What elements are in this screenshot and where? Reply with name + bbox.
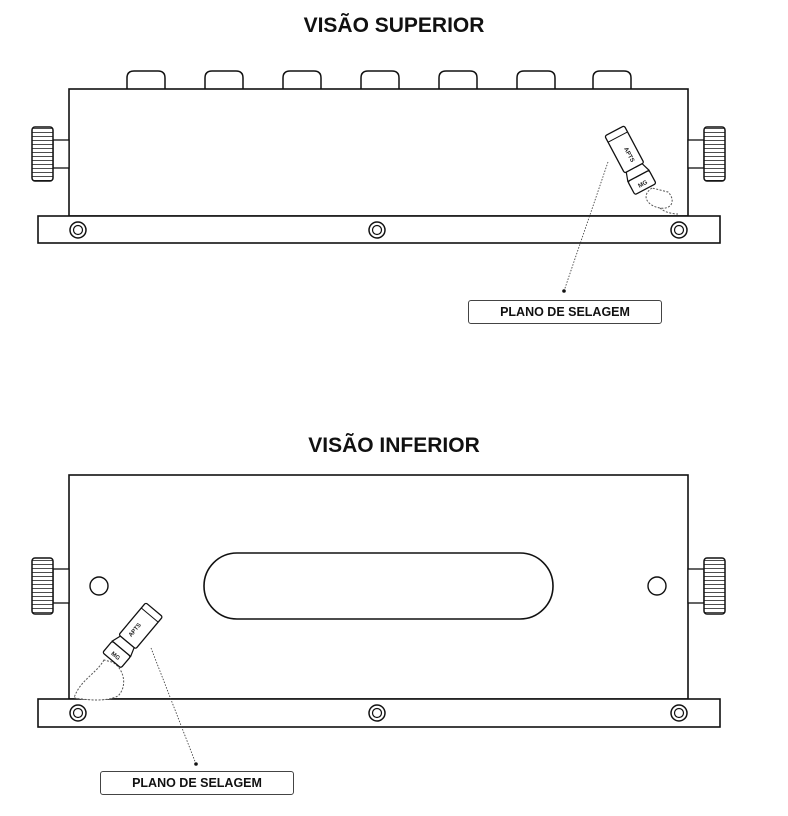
bottom-right-knob xyxy=(687,557,726,615)
screw-icon xyxy=(670,704,688,722)
top-seal-tag: APTS MG xyxy=(604,125,679,215)
connector-bump xyxy=(204,70,244,89)
top-left-knob xyxy=(31,126,70,182)
top-connector-bumps xyxy=(126,70,632,89)
screw-icon xyxy=(670,221,688,239)
bottom-view-title: VISÃO INFERIOR xyxy=(308,434,480,457)
top-leader-dot xyxy=(562,289,566,293)
connector-bump xyxy=(126,70,166,89)
connector-bump xyxy=(360,70,400,89)
oval-slot xyxy=(203,552,554,620)
top-screws xyxy=(69,221,688,239)
screw-icon xyxy=(69,704,87,722)
bottom-view: APTS MG xyxy=(31,474,726,766)
connector-bump xyxy=(516,70,556,89)
top-view-title: VISÃO SUPERIOR xyxy=(303,14,485,37)
top-view: APTS MG xyxy=(31,70,726,293)
seal-code-label: MG xyxy=(637,180,649,190)
screw-icon xyxy=(368,704,386,722)
bottom-screws xyxy=(69,704,688,722)
seal-code-label: MG xyxy=(109,651,121,662)
screw-icon xyxy=(368,221,386,239)
hole-icon xyxy=(89,576,109,596)
top-right-knob xyxy=(687,126,726,182)
hole-icon xyxy=(647,576,667,596)
screw-icon xyxy=(69,221,87,239)
top-sealing-plane-label: PLANO DE SELAGEM xyxy=(468,300,662,324)
bottom-seal-tag: APTS MG xyxy=(73,602,163,701)
bottom-left-knob xyxy=(31,557,70,615)
bottom-leader-dot xyxy=(194,762,198,766)
connector-bump xyxy=(282,70,322,89)
connector-bump xyxy=(592,70,632,89)
top-housing-body xyxy=(68,88,689,217)
connector-bump xyxy=(438,70,478,89)
bottom-sealing-plane-label: PLANO DE SELAGEM xyxy=(100,771,294,795)
